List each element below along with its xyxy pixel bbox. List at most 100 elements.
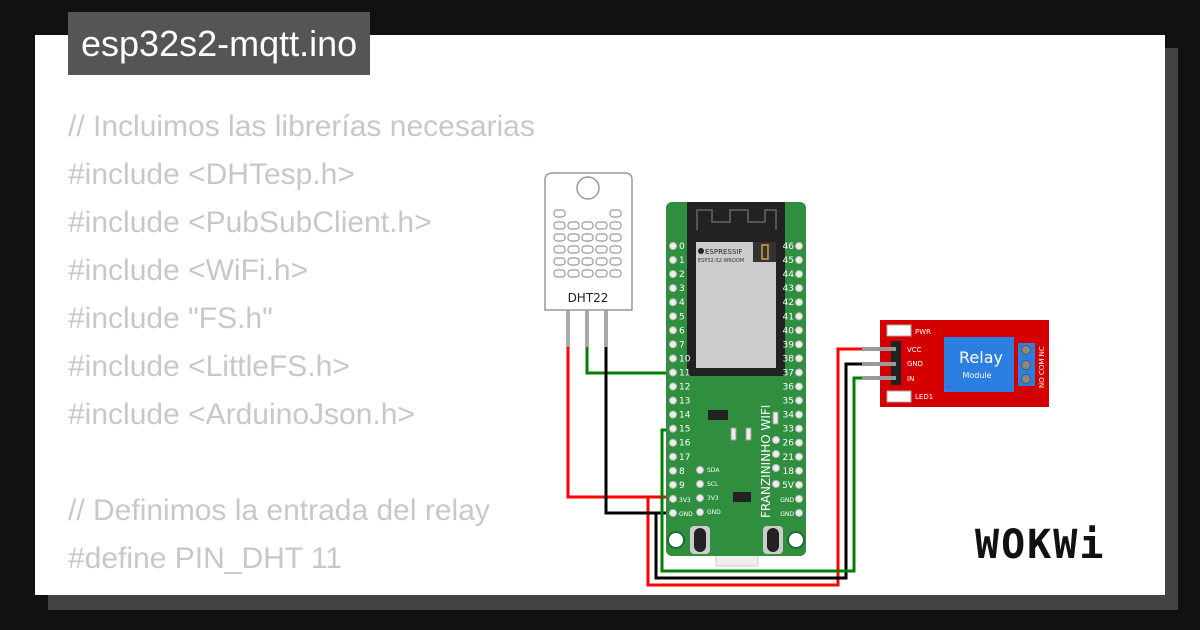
dht-vent — [581, 245, 594, 254]
pin-label: 3 — [679, 284, 685, 294]
relay-led-label: LED1 — [915, 393, 933, 401]
pin-label: GND — [707, 509, 721, 516]
pin-header — [669, 298, 677, 307]
pin-label: 5 — [679, 312, 685, 322]
pin-label: 39 — [783, 340, 795, 350]
wire-red-dht — [566, 345, 648, 499]
dht-vent — [567, 233, 580, 242]
dht-vent — [567, 257, 580, 266]
pin-label: 44 — [783, 270, 795, 280]
pin-label: 41 — [783, 312, 794, 322]
pin-label: 10 — [679, 354, 691, 364]
relay-outputs-label: NO COM NC — [1038, 346, 1046, 388]
relay-pin-label: VCC — [907, 346, 922, 354]
dht-vent — [581, 233, 594, 242]
wire-red-relay — [646, 347, 862, 587]
pin-header — [795, 242, 803, 250]
pin-header — [772, 480, 780, 488]
pin-label: 37 — [783, 368, 794, 378]
pin-header — [669, 256, 677, 265]
pin-header — [795, 354, 803, 363]
dht-vent — [567, 245, 580, 254]
pin-header — [669, 452, 677, 461]
dht-vent — [553, 233, 566, 242]
relay-module: PWR LED1 VCC GND IN Relay Module NO COM … — [862, 320, 1049, 407]
pin-label: 42 — [783, 298, 794, 308]
dht-vent — [553, 221, 566, 230]
code-line: // Incluimos las librerías necesarias — [68, 110, 535, 143]
dht-vent — [609, 221, 622, 230]
dht-vent — [595, 269, 608, 278]
pin-header — [669, 382, 677, 391]
dht-vent — [595, 221, 608, 230]
dht-vent — [581, 221, 594, 230]
pin-header — [669, 466, 677, 475]
pin-header — [795, 270, 803, 279]
dht-vent — [595, 245, 608, 254]
pin-header — [669, 508, 677, 517]
pin-header — [696, 508, 704, 517]
pin-header — [669, 312, 677, 321]
pin-header — [795, 312, 803, 321]
wire-black-relay — [654, 362, 862, 580]
board-name: FRANZININHO WIFI — [759, 405, 773, 518]
pin-label: 3V3 — [707, 495, 719, 502]
pin-label: 43 — [783, 284, 794, 294]
relay-subtitle: Module — [962, 371, 991, 380]
pin-header — [696, 466, 704, 474]
pin-label: 13 — [679, 397, 690, 407]
pin-label: 40 — [783, 326, 795, 336]
dht-vent — [609, 245, 622, 254]
pin-label: 3V3 — [679, 497, 691, 504]
file-title: esp32s2-mqtt.ino — [68, 12, 371, 75]
pin-header — [669, 424, 677, 433]
pin-header — [696, 494, 704, 503]
pin-header — [669, 326, 677, 335]
pin-label: 18 — [783, 467, 795, 477]
relay-title: Relay — [959, 348, 1003, 367]
pin-header — [795, 508, 803, 517]
pin-label: 6 — [679, 326, 685, 336]
pin-header — [669, 494, 677, 503]
preview-card — [35, 35, 1165, 595]
pin-header — [795, 494, 803, 503]
dht-vent — [609, 209, 622, 218]
pin-label: SCL — [707, 481, 719, 488]
code-line: // Definimos la entrada del relay — [68, 494, 490, 527]
pin-header — [795, 256, 803, 265]
chip-brand: ESPRESSIF — [705, 248, 742, 256]
wokwi-logo: WOKWi — [975, 522, 1106, 568]
pin-header — [795, 396, 803, 405]
dht-vent — [553, 257, 566, 266]
pin-header — [669, 340, 677, 349]
pin-label: GND — [780, 511, 794, 518]
pin-label: GND — [780, 497, 794, 504]
pin-header — [795, 424, 803, 433]
pin-label: 21 — [783, 453, 794, 463]
pin-label: 4 — [679, 298, 685, 308]
dht-vent — [553, 269, 566, 278]
pin-label: 0 — [679, 242, 685, 252]
pin-label: 17 — [679, 453, 690, 463]
dht-vent — [595, 257, 608, 266]
pin-label: 14 — [679, 411, 691, 421]
pin-label: 34 — [783, 411, 795, 421]
pin-header — [669, 438, 677, 447]
dht-vent — [581, 269, 594, 278]
pin-label: 1 — [679, 256, 685, 266]
pin-label: 35 — [783, 397, 794, 407]
dht-vent — [567, 269, 580, 278]
code-line: #include <PubSubClient.h> — [68, 206, 432, 239]
relay-pin-label: IN — [907, 375, 914, 383]
dht-vent — [609, 257, 622, 266]
pin-label: 5V — [782, 481, 795, 491]
pin-header — [669, 242, 677, 250]
relay-pwr-label: PWR — [915, 328, 931, 336]
pin-header — [669, 270, 677, 279]
wire-green-dht — [585, 345, 672, 375]
pin-label: 2 — [679, 270, 685, 280]
pin-label: 36 — [783, 383, 795, 393]
pin-label: 16 — [679, 439, 691, 449]
pin-header — [795, 326, 803, 335]
